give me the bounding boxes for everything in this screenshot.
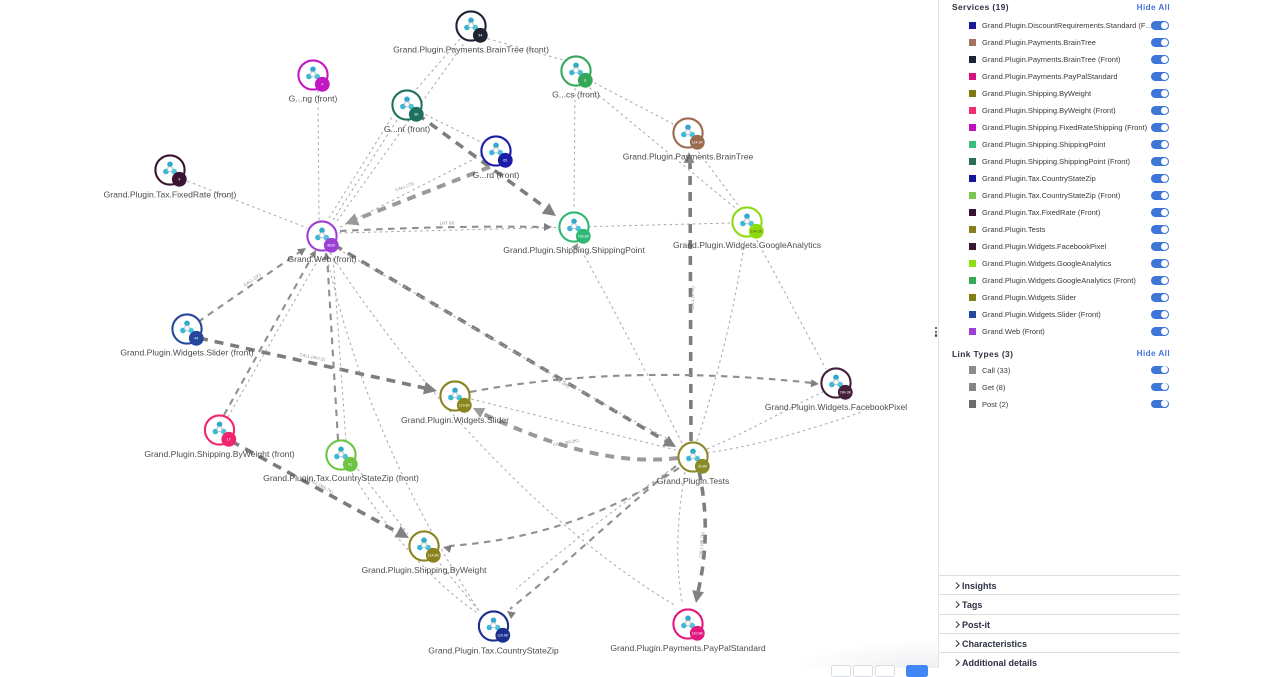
svg-text:Grand.Plugin.Tax.CountryStateZ: Grand.Plugin.Tax.CountryStateZip (428, 646, 559, 656)
svg-text:Grand.Plugin.Tests: Grand.Plugin.Tests (657, 476, 730, 486)
svg-text:G...nt (front): G...nt (front) (384, 124, 430, 134)
svg-text:Grand.Plugin.Tax.FixedRate (fr: Grand.Plugin.Tax.FixedRate (front) (104, 190, 237, 200)
svg-text:Grand.Plugin.Widgets.FacebookP: Grand.Plugin.Widgets.FacebookPixel (765, 402, 907, 412)
svg-text:114.6K: 114.6K (428, 554, 440, 558)
svg-text:Grand.Plugin.Payments.BrainTre: Grand.Plugin.Payments.BrainTree (623, 152, 754, 162)
svg-text:44: 44 (194, 337, 198, 341)
svg-text:17: 17 (227, 438, 231, 442)
svg-text:784.3K: 784.3K (840, 391, 852, 395)
svg-text:483K: 483K (327, 244, 336, 248)
svg-text:Grand.Plugin.Widgets.Slider (f: Grand.Plugin.Widgets.Slider (front) (120, 348, 253, 358)
svg-text:CALL (98.7K): CALL (98.7K) (698, 531, 705, 558)
svg-text:769.6K: 769.6K (578, 235, 590, 239)
svg-text:110.6K: 110.6K (497, 634, 509, 638)
svg-text:4: 4 (178, 178, 180, 182)
svg-text:119.6K: 119.6K (459, 404, 471, 408)
svg-text:CALL (99.2K): CALL (99.2K) (553, 438, 580, 448)
svg-text:4: 4 (321, 83, 323, 87)
svg-text:Grand.Plugin.Shipping.ByWeight: Grand.Plugin.Shipping.ByWeight (361, 565, 487, 575)
svg-text:CALL (4K7.5): CALL (4K7.5) (299, 352, 326, 362)
svg-text:194.2K: 194.2K (751, 230, 763, 234)
svg-text:Grand.Plugin.Tax.CountryStateZ: Grand.Plugin.Tax.CountryStateZip (front) (263, 473, 419, 483)
svg-text:Grand.Plugin.Widgets.Slider: Grand.Plugin.Widgets.Slider (401, 415, 509, 425)
svg-text:Grand.Plugin.Shipping.Shipping: Grand.Plugin.Shipping.ShippingPoint (503, 245, 645, 255)
svg-text:8: 8 (584, 79, 586, 83)
svg-text:Grand.Plugin.Payments.PayPalSt: Grand.Plugin.Payments.PayPalStandard (610, 643, 765, 653)
svg-text:CALL (73): CALL (73) (394, 181, 414, 193)
svg-text:39.8K: 39.8K (698, 465, 708, 469)
svg-text:Grand.Plugin.Shipping.ByWeight: Grand.Plugin.Shipping.ByWeight (front) (144, 449, 294, 459)
svg-text:G...cs (front): G...cs (front) (552, 90, 600, 100)
svg-text:Grand.Web (front): Grand.Web (front) (287, 254, 356, 264)
svg-text:110.9K: 110.9K (692, 632, 704, 636)
svg-text:Grand.Plugin.Payments.BrainTre: Grand.Plugin.Payments.BrainTree (front) (393, 45, 549, 55)
svg-text:94: 94 (478, 34, 482, 38)
svg-text:114.3K: 114.3K (692, 141, 704, 145)
svg-text:9K: 9K (414, 113, 419, 117)
svg-text:61: 61 (348, 463, 352, 467)
svg-text:G...rd (front): G...rd (front) (473, 170, 520, 180)
svg-text:G...ng (front): G...ng (front) (289, 94, 338, 104)
svg-text:CALL (4K): CALL (4K) (551, 374, 571, 389)
svg-text:CALL (2.7K): CALL (2.7K) (690, 286, 695, 310)
svg-text:LHT (9): LHT (9) (440, 220, 455, 226)
svg-text:65: 65 (503, 159, 507, 163)
svg-text:Grand.Plugin.Widgets.GoogleAna: Grand.Plugin.Widgets.GoogleAnalytics (673, 240, 821, 250)
